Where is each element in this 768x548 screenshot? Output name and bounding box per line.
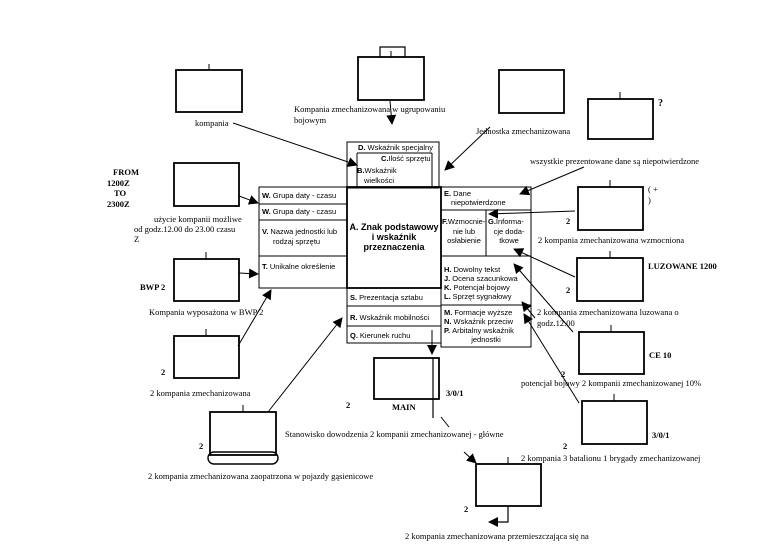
field-e-label-line2: niepotwierdzone (451, 198, 506, 207)
field-v-label-line2: rodzaj sprzętu (273, 237, 320, 246)
luzowane-label: LUZOWANE 1200 (648, 261, 717, 271)
field-j-label: J.Ocena szacunkowa (444, 274, 519, 283)
center-title-line2: i wskaźnik (372, 232, 418, 242)
niepotwierdzone-mark: ? (658, 98, 663, 109)
wzmocniona-mark: ( + (648, 184, 658, 194)
field-p-label-line2: jednostki (470, 335, 501, 344)
wzmocniona-symbol (577, 186, 644, 231)
batalion-caption: 2 kompania 3 batalionu 1 brygady zmechan… (521, 453, 700, 463)
czas-symbol (173, 162, 240, 207)
field-l-label: L.Sprzęt sygnałowy (444, 292, 512, 301)
bwp-label: BWP 2 (140, 282, 165, 292)
field-f-label: F.Wzmocnie- (442, 217, 486, 226)
main-designation: 3/0/1 (446, 388, 463, 398)
druga-caption: 2 kompania zmechanizowana (150, 388, 251, 398)
luzowane-count: 2 (566, 285, 570, 295)
field-g-label: G.Informa- (488, 217, 524, 226)
center-title-line3: przeznaczenia (363, 242, 425, 252)
ugrupowanie-caption-line2: bojowym (294, 115, 327, 125)
right-field-box (440, 186, 532, 348)
ce10-symbol (578, 331, 645, 375)
kompania-caption: kompania (195, 118, 229, 128)
gasienicowe-symbol (209, 411, 277, 456)
field-f-label-line2: nie lub (453, 227, 475, 236)
field-q-label: Q.Kierunek ruchu (350, 331, 410, 340)
batalion-count: 2 (563, 441, 567, 451)
czas-caption-line2: od godz.12.00 do 23.00 czasu (134, 224, 236, 234)
from-time-label: 1200Z (107, 178, 130, 188)
ce10-caption: potencjał bojowy 2 kompanii zmechanizowa… (521, 378, 701, 388)
field-c-label: C.Ilość sprzętu (381, 154, 431, 163)
ce10-count: 2 (561, 369, 565, 379)
ruch-count: 2 (464, 504, 468, 514)
center-title-line1: A. Znak podstawowy (349, 222, 438, 232)
jednostka-symbol (498, 69, 565, 114)
batalion-designation: 3/0/1 (652, 430, 669, 440)
ugrupowanie-symbol (357, 56, 425, 101)
main-count: 2 (346, 400, 350, 410)
track-icon (207, 451, 279, 465)
czas-caption-line1: użycie kompanii możliwe (154, 214, 242, 224)
field-g-label-line2: cje doda- (494, 227, 525, 236)
luzowane-caption-line2: godz.12.00 (537, 318, 575, 328)
field-b-label-line2: wielkości (363, 176, 394, 185)
field-g-label-line3: tkowe (499, 236, 519, 245)
niepotwierdzone-caption: wszystkie prezentowane dane są niepotwie… (530, 156, 699, 166)
bwp-caption: Kompania wyposażona w BWP 2 (149, 307, 263, 317)
field-v-label: V.Nazwa jednostki lub (262, 227, 337, 236)
field-n-label: N.Wskaźnik przeciw (444, 317, 514, 326)
field-h-label: H.Dowolny tekst (444, 265, 501, 274)
field-f-label-line3: osłabienie (447, 236, 481, 245)
to-time-label: 2300Z (107, 199, 130, 209)
wzmocniona-mark-close: ) (648, 195, 651, 205)
field-b-label: B.Wskaźnik (357, 166, 397, 175)
field-w1-label: W.Grupa daty - czasu (262, 191, 336, 200)
druga-count: 2 (161, 367, 165, 377)
czas-caption-line3: Z (134, 234, 139, 244)
wzmocniona-caption: 2 kompania zmechanizowana wzmocniona (538, 235, 684, 245)
field-k-label: K.Potencjał bojowy (444, 283, 510, 292)
main-label: MAIN (392, 402, 416, 412)
connector-arrows (232, 100, 585, 464)
ce10-label: CE 10 (649, 350, 671, 360)
druga-kompania-symbol (173, 335, 240, 379)
field-r-label: R.Wskaźnik mobilności (350, 313, 429, 322)
field-e-label: E.Dane (444, 189, 471, 198)
jednostka-caption: Jednostka zmechanizowana (476, 126, 570, 136)
bwp-symbol (173, 258, 240, 302)
field-m-label: M.Formacje wyższe (444, 308, 512, 317)
field-p-label: P.Arbitalny wskaźnik (444, 326, 514, 335)
luzowane-caption-line1: 2 kompania zmechanizowana luzowana o (537, 307, 679, 317)
niepotwierdzone-symbol (587, 98, 654, 140)
ugrupowanie-caption-line1: Kompania zmechanizowana w ugrupowaniu (294, 104, 446, 114)
field-t-label: T.Unikalne określenie (262, 262, 335, 271)
main-caption: Stanowisko dowodzenia 2 kompanii zmechan… (285, 429, 504, 439)
field-w2-label: W.Grupa daty - czasu (262, 207, 336, 216)
batalion-symbol (581, 400, 648, 445)
to-label: TO (114, 188, 127, 198)
gasienicowe-caption: 2 kompania zmechanizowana zaopatrzona w … (148, 471, 373, 481)
kompania-symbol (175, 69, 243, 113)
ruch-symbol (475, 463, 542, 507)
main-command-post-symbol (373, 357, 440, 400)
central-field-schema (258, 141, 532, 348)
field-d-label: D.Wskaźnik specjalny (358, 143, 433, 152)
gasienicowe-count: 2 (199, 441, 203, 451)
from-label: FROM (113, 167, 139, 177)
field-s-label: S.Prezentacja sztabu (350, 293, 423, 302)
main-pointer-line (440, 416, 450, 428)
bottom-field-box (346, 287, 442, 344)
ruch-caption: 2 kompania zmechanizowana przemieszczają… (405, 531, 589, 541)
wzmocniona-count: 2 (566, 216, 570, 226)
luzowane-symbol (576, 257, 644, 302)
